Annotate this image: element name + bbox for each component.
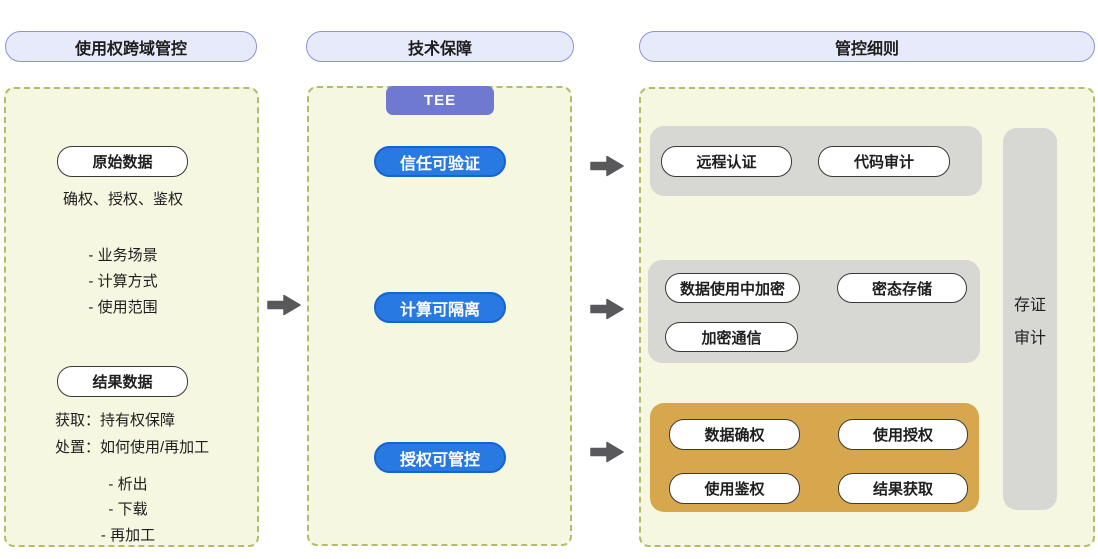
raw-data-subtitle: 确权、授权、鉴权 <box>62 191 183 208</box>
detail-encrypt-in-use: 数据使用中加密 <box>665 273 800 303</box>
detail-encrypted-storage: 密态存储 <box>837 273 967 303</box>
flow-arrow-trust <box>590 155 624 177</box>
detail-result-retrieval: 结果获取 <box>838 473 968 504</box>
result-data-dispose-line: 处置：如何使用/再加工 <box>55 439 210 456</box>
evidence-line: 存证 <box>1013 296 1046 314</box>
detail-usage-authorization: 使用授权 <box>838 419 968 450</box>
capability-compute-isolatable: 计算可隔离 <box>374 292 506 323</box>
raw-data-item: - 计算方式 <box>88 273 158 290</box>
tee-badge: TEE <box>386 86 494 115</box>
detail-usage-authentication: 使用鉴权 <box>669 473 800 504</box>
flow-arrow-isolation <box>590 298 624 320</box>
evidence-audit-bar: 存证 审计 <box>1003 128 1057 510</box>
detail-encrypted-communication: 加密通信 <box>665 322 798 352</box>
detail-remote-attestation: 远程认证 <box>661 146 792 177</box>
audit-line: 审计 <box>1013 329 1046 347</box>
arrow-right-icon <box>590 441 624 463</box>
result-data-pill: 结果数据 <box>57 366 188 397</box>
result-data-item: - 再加工 <box>100 527 156 544</box>
column-header-control-details: 管控细则 <box>639 31 1095 62</box>
capability-authorization-controllable: 授权可管控 <box>374 442 506 473</box>
capability-trust-verifiable: 信任可验证 <box>374 146 506 177</box>
detail-code-audit: 代码审计 <box>818 146 950 177</box>
detail-data-confirmation: 数据确权 <box>669 419 800 450</box>
arrow-right-icon <box>590 155 624 177</box>
flow-arrow-authorization <box>590 441 624 463</box>
raw-data-pill: 原始数据 <box>57 146 188 177</box>
raw-data-item: - 使用范围 <box>88 299 158 316</box>
result-data-acquire-line: 获取：持有权保障 <box>55 412 176 429</box>
arrow-right-icon <box>590 298 624 320</box>
column-header-tech-guarantee: 技术保障 <box>306 31 574 62</box>
result-data-item: - 析出 <box>108 476 148 493</box>
column-header-usage-control: 使用权跨域管控 <box>5 31 257 62</box>
arrow-right-icon <box>267 294 301 316</box>
result-data-item: - 下载 <box>108 501 148 518</box>
flow-arrow-col1-to-col2 <box>267 294 301 316</box>
raw-data-item: - 业务场景 <box>88 247 158 264</box>
